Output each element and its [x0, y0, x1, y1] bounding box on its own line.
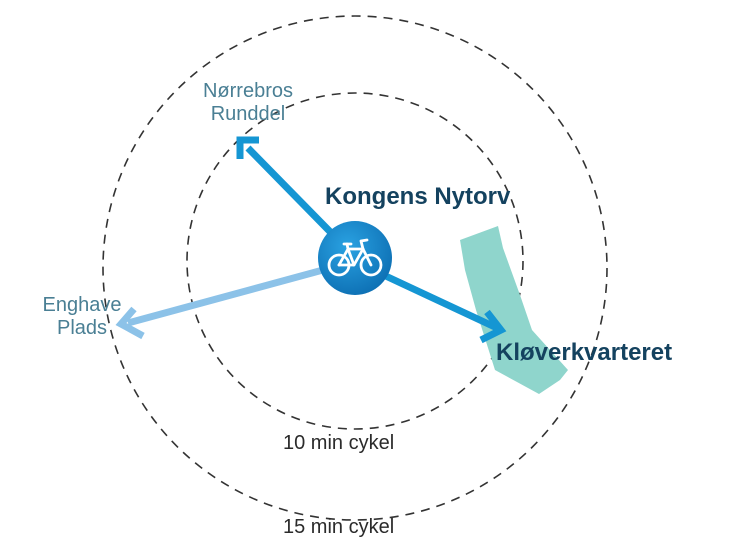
arrowhead-enghave — [115, 306, 145, 340]
ring-15min — [102, 15, 608, 521]
ring-10min — [186, 92, 524, 430]
label-enghave-line1: Enghave — [42, 294, 122, 316]
label-ring-10min: 10 min cykel — [283, 432, 395, 454]
arrow-enghave — [127, 260, 346, 327]
bicycle-icon — [318, 221, 392, 295]
label-norrebros-line1: Nørrebros — [202, 80, 293, 102]
arrowhead-norrebros — [236, 136, 259, 159]
arrowhead-kloverkvarteret — [479, 309, 507, 344]
label-enghave-line2: Plads — [56, 317, 108, 339]
label-ring-15min: 15 min cykel — [283, 516, 395, 538]
label-enghave-plads: Enghave Plads — [30, 294, 134, 340]
label-norrebros-line2: Runddel — [210, 103, 286, 125]
label-kloverkvarteret: Kløverkvarteret — [496, 339, 673, 366]
label-norrebros-runddel: Nørrebros Runddel — [186, 80, 310, 126]
kloverkvarteret-area — [460, 226, 568, 394]
label-kongens-nytorv: Kongens Nytorv — [325, 183, 511, 210]
